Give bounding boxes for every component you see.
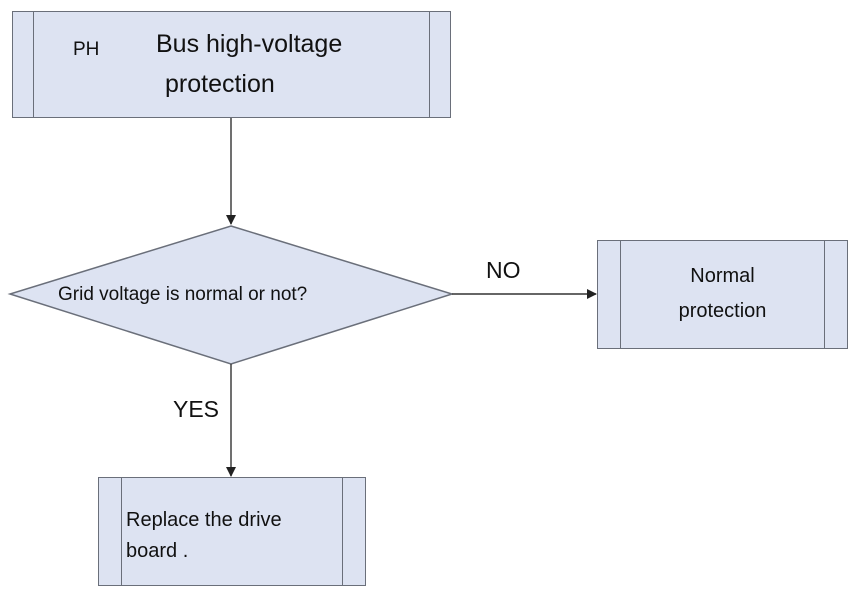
node-title-line2: protection [165,70,275,98]
process-box-normal-protection: Normal protection [597,240,848,349]
replace-line1: Replace the drive [126,509,282,531]
process-box-replace-drive-board: Replace the drive board . [98,477,366,586]
normal-line2: protection [678,300,767,322]
process-box-bus-high-voltage: PH Bus high-voltage protection [12,11,451,118]
node-code-label: PH [73,39,100,60]
decision-text: Grid voltage is normal or not? [58,284,308,305]
replace-line2: board . [126,540,189,562]
node-title-line1: Bus high-voltage [156,30,343,58]
edge-label-no: NO [486,257,521,283]
edge-label-yes: YES [173,396,220,422]
normal-line1: Normal [690,265,755,287]
